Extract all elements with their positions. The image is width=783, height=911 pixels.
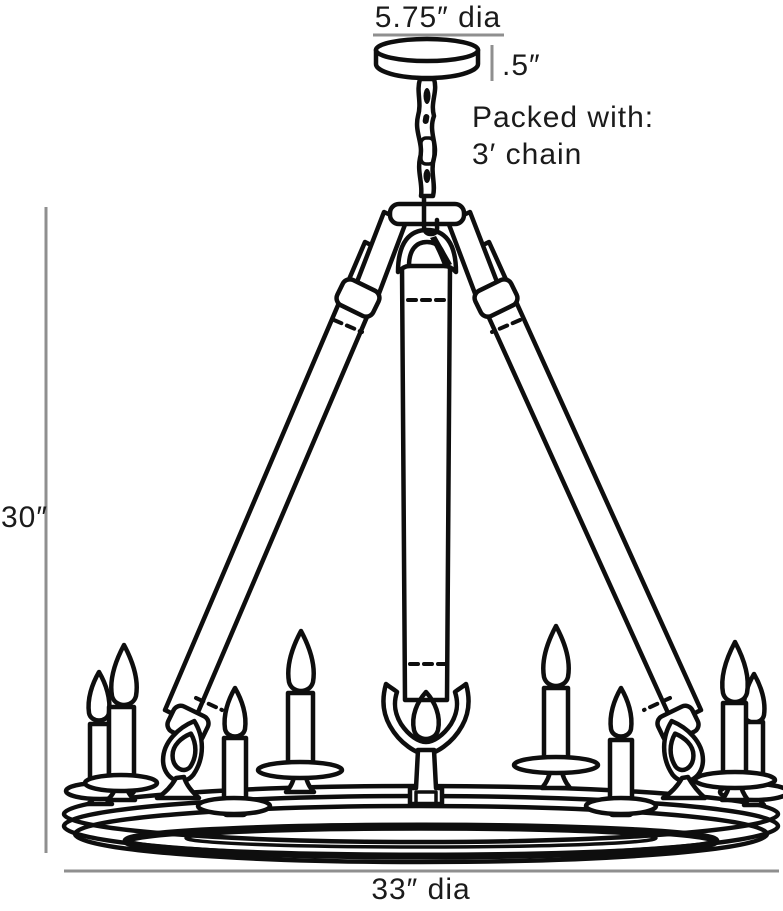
drip-pan: [511, 754, 601, 776]
strap-hub: [387, 191, 467, 275]
chain-link-hole: [419, 136, 436, 166]
ring-inner-groove: [184, 827, 658, 849]
center-yoke-foot: [414, 790, 438, 806]
hub-bar: [387, 201, 467, 227]
candle-mid-left: [255, 628, 345, 795]
left-strap-lower-stitch-line: [194, 696, 224, 712]
candle-body: [285, 690, 316, 770]
right-strap-yoke-foot: [660, 774, 708, 801]
canopy-height-label: .5″: [502, 49, 541, 82]
chain-link-detail: [423, 169, 431, 183]
candle-front-right: [583, 685, 659, 818]
drip-pan: [692, 769, 778, 791]
left-strap-yoke-foot: [154, 774, 202, 801]
candle-flame: [86, 669, 112, 723]
candle-flame: [222, 685, 248, 739]
ceiling-canopy: [373, 36, 481, 81]
center-strap-band: [399, 263, 453, 703]
chain-link-detail: [422, 114, 430, 124]
drip-pan: [255, 759, 345, 781]
candle-outer-left: [82, 642, 160, 803]
candle-body: [607, 737, 635, 807]
candle-flame: [608, 685, 634, 739]
left-strap-loop-hole: [170, 731, 198, 773]
packed-note-line2: 3′ chain: [472, 138, 582, 171]
candle-back-left: [63, 669, 137, 807]
ring-inner-opening: [122, 822, 720, 860]
canopy-diameter-label: 5.75″ dia: [375, 1, 501, 34]
center-strap-assembly: [381, 263, 471, 807]
candle-body: [221, 735, 249, 807]
drip-pan: [583, 795, 659, 817]
candle-flame: [286, 628, 316, 694]
candle-body: [541, 685, 571, 765]
candle-flame: [109, 642, 139, 708]
left-strap-upper-stitch-line: [332, 318, 364, 334]
center-strap-loop-hole: [411, 689, 441, 742]
right-strap-upper-keeper: [472, 277, 520, 319]
candle-front-left: [195, 685, 273, 818]
right-strap: [445, 209, 708, 801]
chain-link-detail: [423, 88, 431, 104]
candle-flame: [720, 639, 750, 705]
right-strap-upper-stitch-line: [490, 318, 522, 334]
drip-pan: [82, 772, 160, 794]
canopy-top: [373, 36, 481, 64]
left-strap: [154, 209, 409, 801]
overall-height-label: 30″: [1, 501, 48, 534]
left-strap-upper-keeper: [334, 277, 382, 319]
hanging-chain: [414, 76, 438, 199]
chain-hook: [421, 191, 440, 237]
right-strap-lower-stitch-line: [642, 696, 672, 712]
candles: [63, 623, 783, 818]
candle-body: [720, 700, 749, 780]
ring-diameter-label: 33″ dia: [371, 873, 470, 906]
candle-body: [106, 704, 137, 784]
candle-flame: [541, 623, 571, 689]
candle-outer-right: [692, 639, 778, 803]
arch-shadow-wedge: [430, 236, 452, 268]
drip-pan: [195, 795, 273, 817]
right-strap-loop-hole: [668, 731, 696, 773]
packed-note-line1: Packed with:: [472, 101, 654, 134]
candle-mid-right: [511, 623, 601, 791]
